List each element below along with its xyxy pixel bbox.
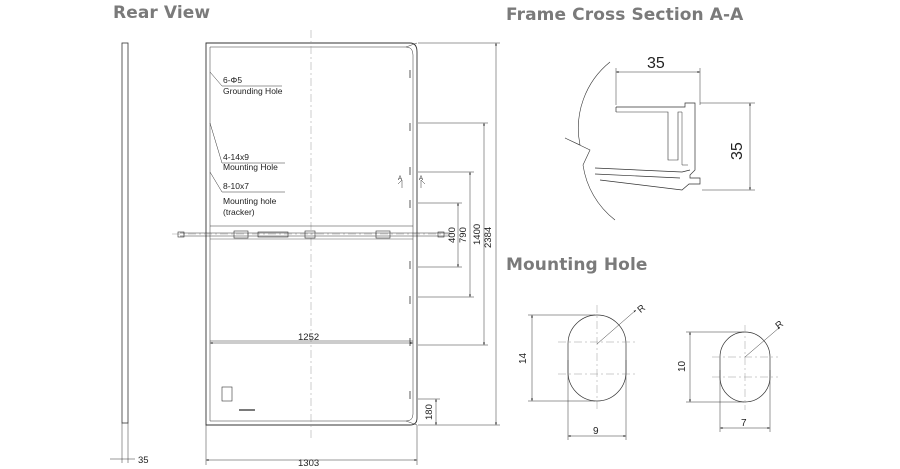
tracker-bar xyxy=(177,230,450,239)
vertical-dimensions xyxy=(418,42,500,426)
callout-tracker-desc: Mounting hole xyxy=(223,196,277,206)
callout-grounding-desc: Grounding Hole xyxy=(223,86,283,96)
rear-view xyxy=(110,30,500,465)
small-hole-height: 10 xyxy=(677,360,688,372)
dim-790: 790 xyxy=(458,227,469,243)
large-hole-height: 14 xyxy=(518,352,529,364)
dim-400: 400 xyxy=(447,227,458,243)
callout-mounting-title: 4-14x9 xyxy=(223,152,249,162)
callout-mounting-desc: Mounting Hole xyxy=(223,162,278,172)
callout-leaders xyxy=(209,71,285,193)
cross-section-width: 35 xyxy=(647,55,665,72)
dim-width-outer: 1303 xyxy=(298,458,319,469)
callout-tracker-note: (tracker) xyxy=(223,207,255,217)
section-marker-right: A xyxy=(419,176,423,182)
mounting-hole-large xyxy=(528,305,637,440)
dim-height-total: 2384 xyxy=(483,227,494,248)
dim-1400: 1400 xyxy=(472,224,483,245)
section-marker-left: A xyxy=(398,176,402,182)
callout-grounding-title: 6-Φ5 xyxy=(223,75,242,85)
section-marker xyxy=(397,179,426,188)
side-profile xyxy=(110,42,135,463)
mounting-hole-heading: Mounting Hole xyxy=(506,255,648,275)
cross-section-height: 35 xyxy=(729,142,746,160)
dim-width-inner: 1252 xyxy=(298,332,319,343)
large-hole-radius: R xyxy=(635,303,647,316)
large-hole-width: 9 xyxy=(593,426,599,437)
frame-cross-section xyxy=(564,61,755,221)
mounting-hole-small xyxy=(686,325,781,432)
small-hole-width: 7 xyxy=(741,418,747,429)
junction-box xyxy=(221,386,233,402)
callout-tracker-title: 8-10x7 xyxy=(223,181,249,191)
panel-frame xyxy=(172,30,455,440)
rear-view-heading: Rear View xyxy=(113,3,211,23)
small-hole-radius: R xyxy=(773,319,785,332)
dim-frame-depth: 35 xyxy=(138,455,149,466)
horizontal-dimensions xyxy=(205,342,418,465)
dim-180: 180 xyxy=(424,404,435,420)
frame-cross-section-heading: Frame Cross Section A-A xyxy=(506,5,744,25)
